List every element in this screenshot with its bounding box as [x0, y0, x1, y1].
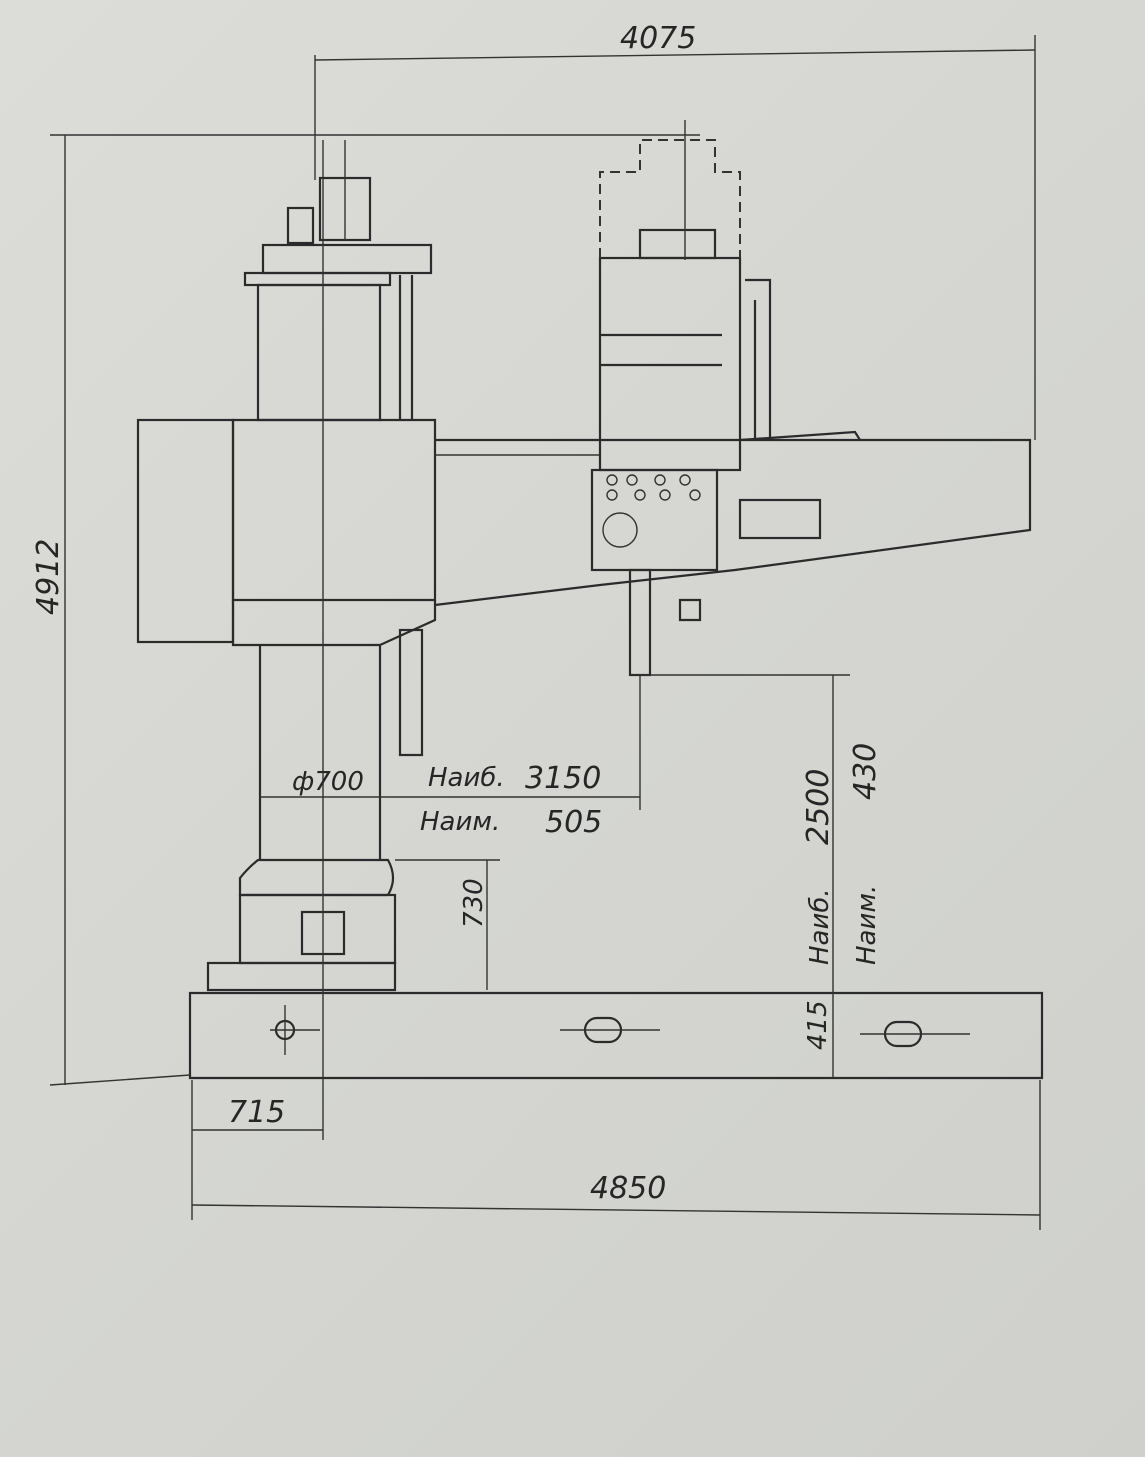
- dim-base-length: 4850: [590, 1171, 666, 1206]
- dim-column-offset: 715: [228, 1095, 285, 1130]
- dim-reach-max-label: Наиб.: [428, 763, 505, 793]
- dim-spindle-min-label: Наим.: [852, 885, 882, 965]
- dim-overall-width: 4075: [620, 21, 696, 56]
- dim-spindle-max: 2500: [801, 769, 836, 845]
- dim-overall-height: 4912: [31, 539, 66, 615]
- dim-spindle-max-label: Наиб.: [805, 888, 835, 965]
- dim-spindle-min: 430: [848, 743, 883, 800]
- dimension-lines: [49, 35, 1041, 1230]
- dim-reach-max: 3150: [525, 761, 601, 796]
- dim-column-diameter: ф700: [292, 767, 364, 797]
- dim-pedestal-height: 730: [459, 878, 489, 928]
- machine-outline: [136, 120, 1044, 1140]
- dim-reach-min-label: Наим.: [420, 807, 500, 837]
- dim-reach-min: 505: [545, 805, 602, 840]
- dim-base-height: 415: [803, 1000, 833, 1050]
